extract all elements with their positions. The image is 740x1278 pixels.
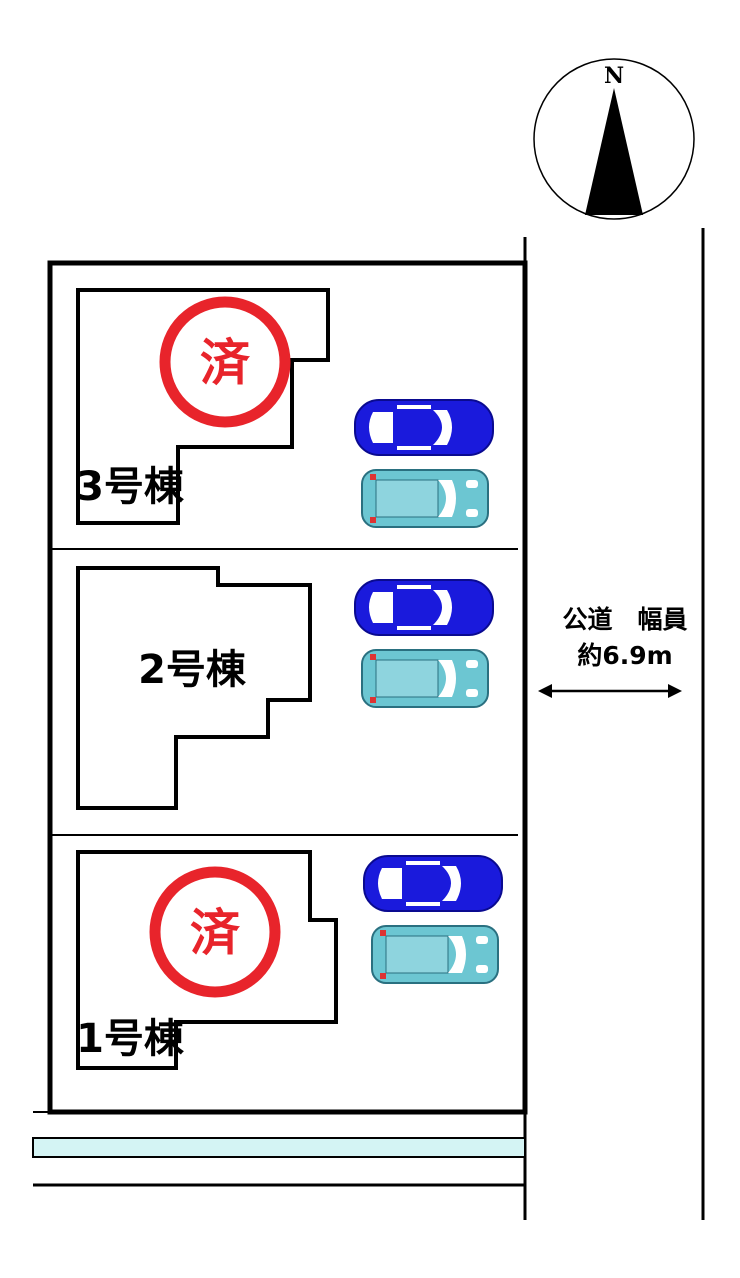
road-width: 約6.9m xyxy=(577,641,672,670)
car-compact-icon xyxy=(371,925,499,984)
road-label: 公道 幅員 xyxy=(562,605,687,634)
double-arrow-icon xyxy=(538,684,682,698)
car-compact-icon xyxy=(361,469,489,528)
car-sedan-icon xyxy=(354,399,494,456)
house-3-label: 3号棟 xyxy=(76,464,185,510)
south-road-edge xyxy=(33,1183,527,1220)
car-sedan-icon xyxy=(354,579,494,636)
house-3-footprint xyxy=(76,288,330,525)
car-compact-icon xyxy=(361,649,489,708)
sold-stamp-text: 済 xyxy=(190,904,241,962)
house-1-label: 1号棟 xyxy=(76,1016,185,1062)
sold-stamp-text: 済 xyxy=(200,334,251,392)
compass-label: N xyxy=(604,63,624,89)
sold-stamp: 済 xyxy=(159,296,291,428)
house-2-label: 2号棟 xyxy=(138,647,247,693)
sold-stamp: 済 xyxy=(149,866,281,998)
north-arrow-icon: N xyxy=(533,58,695,220)
sidewalk xyxy=(32,1137,526,1158)
car-sedan-icon xyxy=(363,855,503,912)
house-2-footprint xyxy=(76,566,312,810)
